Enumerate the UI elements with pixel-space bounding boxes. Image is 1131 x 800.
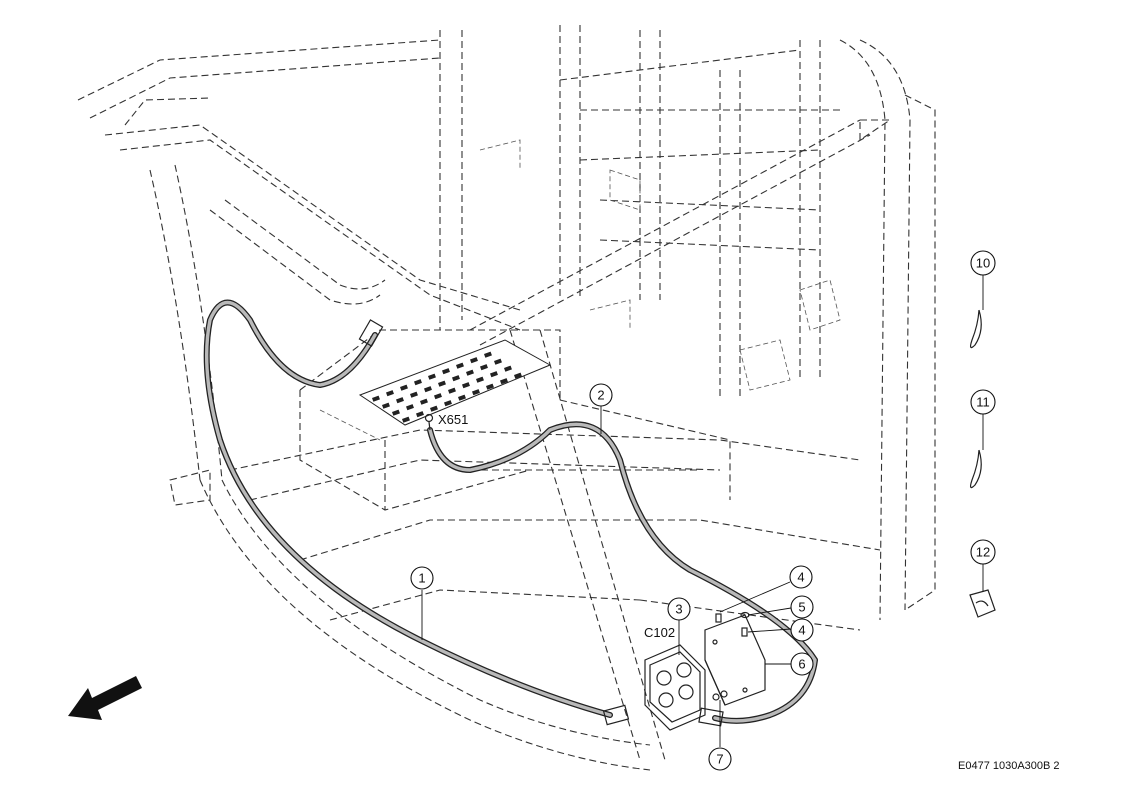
callout-5: 5 xyxy=(790,595,814,619)
board-component xyxy=(437,380,446,387)
board-component xyxy=(410,391,418,398)
board-component xyxy=(414,379,422,386)
cable-2 xyxy=(427,421,818,724)
board-component xyxy=(415,411,424,418)
callout-3: 3 xyxy=(667,597,691,621)
cable-2-plug xyxy=(698,707,724,727)
board-component xyxy=(469,357,478,364)
callout-7: 7 xyxy=(708,747,732,771)
callout-number: 4 xyxy=(798,623,805,638)
board-component xyxy=(442,368,450,375)
board-component xyxy=(401,416,410,423)
x651-connector xyxy=(424,413,434,431)
callout-11: 11 xyxy=(970,389,996,415)
mount-pad-12 xyxy=(969,589,996,618)
board-component xyxy=(476,376,484,383)
cable-1-plug xyxy=(602,704,630,726)
c102-connector-block xyxy=(644,644,706,731)
board-component xyxy=(514,372,522,379)
cable-tie-10 xyxy=(969,309,982,349)
board-component xyxy=(385,390,394,397)
board-component xyxy=(485,383,494,390)
callout-number: 12 xyxy=(976,545,990,560)
cable-tie-11 xyxy=(969,449,982,489)
drawing-code: E0477 1030A300B 2 xyxy=(958,760,1060,772)
callout-4b: 4 xyxy=(790,618,814,642)
board-component xyxy=(461,382,470,389)
callout-10: 10 xyxy=(970,250,996,276)
callout-number: 3 xyxy=(675,602,682,617)
callout-2: 2 xyxy=(589,383,613,407)
board-component xyxy=(396,397,404,404)
callout-number: 7 xyxy=(716,752,723,767)
bracket-plate xyxy=(704,614,766,706)
callout-number: 2 xyxy=(597,388,604,403)
leader-lines xyxy=(421,275,984,747)
callout-1: 1 xyxy=(410,566,434,590)
board-component xyxy=(371,395,380,402)
board-component xyxy=(490,371,498,378)
board-component xyxy=(455,362,464,369)
callout-number: 5 xyxy=(798,600,805,615)
board-component xyxy=(419,398,428,405)
board-component xyxy=(503,365,512,372)
board-component xyxy=(458,394,466,401)
board-component xyxy=(472,389,480,396)
board-component xyxy=(451,375,460,382)
callout-4a: 4 xyxy=(789,565,813,589)
board-component xyxy=(433,393,442,400)
travel-direction-arrow xyxy=(68,676,142,720)
c102-label: C102 xyxy=(644,625,675,640)
board-component xyxy=(484,351,492,358)
cable-1-end-connector xyxy=(358,319,384,347)
board-component xyxy=(400,384,408,391)
board-component xyxy=(466,369,474,376)
board-component xyxy=(448,387,456,394)
cable-1 xyxy=(203,299,613,718)
screws xyxy=(712,611,750,701)
board-component xyxy=(392,409,400,416)
board-component xyxy=(429,405,438,412)
callout-number: 10 xyxy=(976,256,990,271)
board-component xyxy=(405,404,414,411)
callout-6: 6 xyxy=(790,652,814,676)
callout-number: 11 xyxy=(976,395,990,410)
board-component xyxy=(428,373,436,380)
callout-number: 4 xyxy=(797,570,804,585)
board-component xyxy=(500,378,508,385)
control-board xyxy=(358,339,552,426)
x651-label: X651 xyxy=(438,412,468,427)
board-component xyxy=(382,402,390,409)
board-component xyxy=(424,386,432,393)
board-component xyxy=(494,358,502,365)
callout-number: 6 xyxy=(798,657,805,672)
callout-number: 1 xyxy=(418,571,425,586)
board-component xyxy=(444,400,452,407)
callout-12: 12 xyxy=(970,539,996,565)
board-component xyxy=(479,364,488,371)
